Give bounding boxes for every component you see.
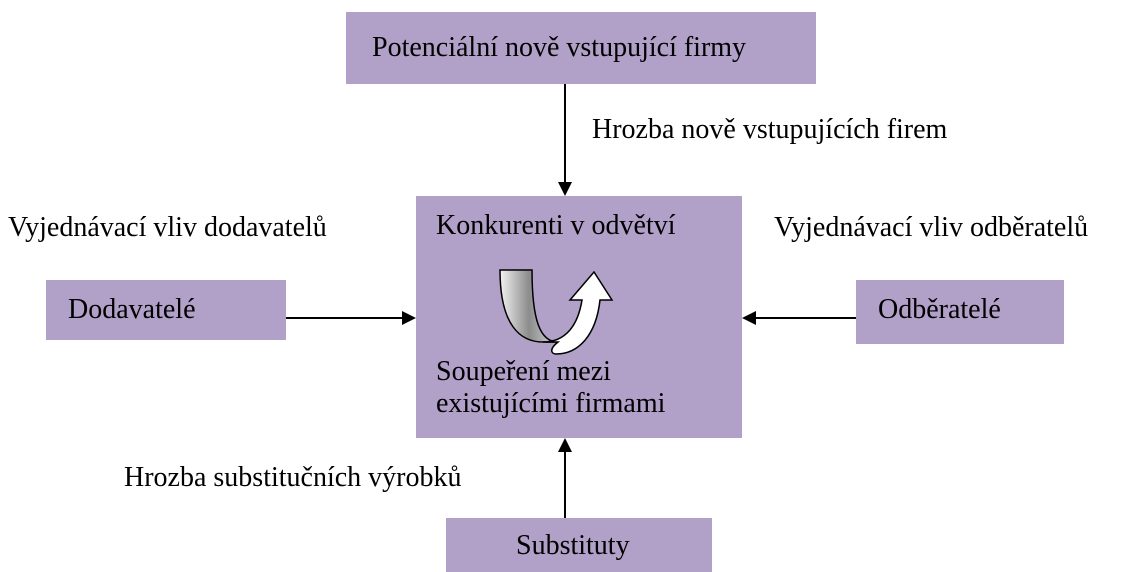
arrow-substitutes-to-competitors <box>558 438 572 518</box>
suppliers-box: Dodavatelé <box>46 280 286 340</box>
entrants-box: Potenciální nově vstupující firmy <box>346 12 816 84</box>
competitors-box: Konkurenti v odvětví Soupeření mezi exis… <box>416 196 742 438</box>
arrow-buyers-to-competitors <box>742 311 856 325</box>
substitutes-label: Substituty <box>516 530 630 561</box>
competitors-title: Konkurenti v odvětví <box>436 210 676 241</box>
suppliers-label: Dodavatelé <box>68 294 196 325</box>
arrow-entrants-to-competitors <box>558 84 572 196</box>
arrow-suppliers-to-competitors <box>286 311 416 325</box>
suppliers-power-label: Vyjednávací vliv dodavatelů <box>8 212 327 243</box>
buyers-box: Odběratelé <box>856 280 1064 344</box>
threat-entrants-label: Hrozba nově vstupujících firem <box>592 114 948 145</box>
rivalry-line-2: existujícími firmami <box>436 388 666 419</box>
rivalry-line-1: Soupeření mezi <box>436 356 611 387</box>
buyers-label: Odběratelé <box>878 294 1001 325</box>
entrants-label: Potenciální nově vstupující firmy <box>372 32 747 63</box>
threat-substitutes-label: Hrozba substitučních výrobků <box>124 462 462 493</box>
substitutes-box: Substituty <box>446 518 712 572</box>
buyers-power-label: Vyjednávací vliv odběratelů <box>774 212 1089 243</box>
